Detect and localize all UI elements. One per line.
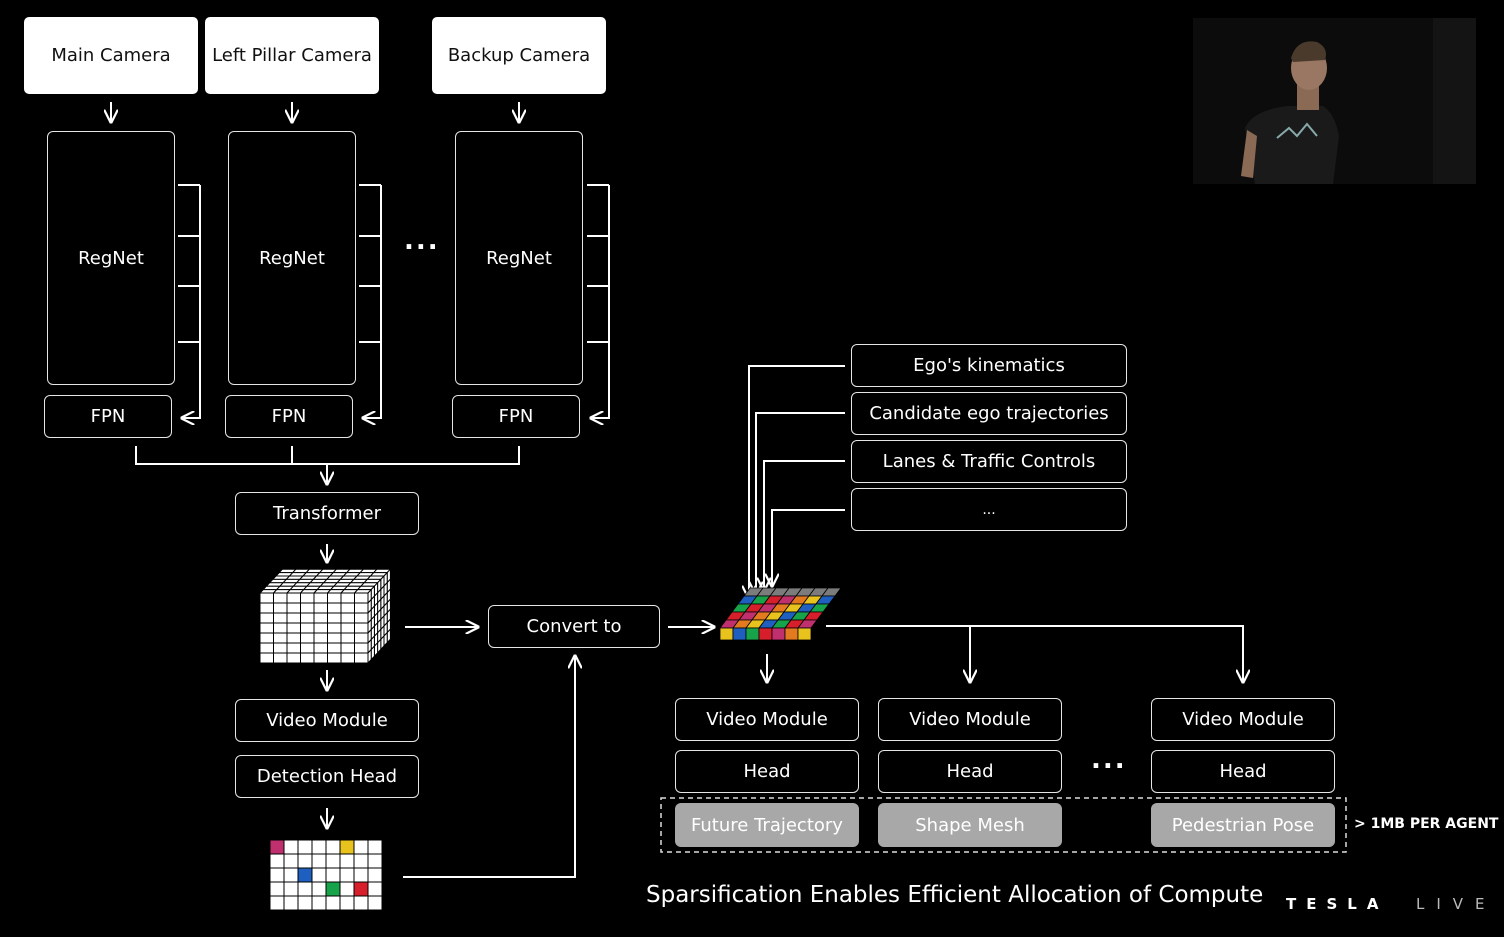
camera-left-pillar: Left Pillar Camera <box>205 17 379 94</box>
slide-caption: Sparsification Enables Efficient Allocat… <box>646 882 1264 908</box>
head-1: Head <box>675 750 859 793</box>
video-module-head-1: Video Module <box>675 698 859 741</box>
speaker-video <box>1193 18 1476 184</box>
video-module-head-3: Video Module <box>1151 698 1335 741</box>
camera-backup: Backup Camera <box>432 17 606 94</box>
input-lanes-traffic: Lanes & Traffic Controls <box>851 440 1127 483</box>
tesla-logo: TESLA <box>1286 895 1389 913</box>
video-module-head-2: Video Module <box>878 698 1062 741</box>
live-logo: LIVE <box>1416 895 1497 913</box>
ellipsis-cameras: ... <box>404 226 440 256</box>
dense-feature-cube <box>258 567 392 665</box>
detection-head: Detection Head <box>235 755 419 798</box>
ellipsis-heads: ... <box>1091 745 1127 775</box>
video-module-left: Video Module <box>235 699 419 742</box>
detection-grid <box>269 839 383 911</box>
convert-block: Convert to <box>488 605 660 648</box>
input-more: ... <box>851 488 1127 531</box>
fpn-3: FPN <box>452 395 580 438</box>
input-candidate-trajectories: Candidate ego trajectories <box>851 392 1127 435</box>
camera-main: Main Camera <box>24 17 198 94</box>
head-2: Head <box>878 750 1062 793</box>
head-3: Head <box>1151 750 1335 793</box>
regnet-1: RegNet <box>47 131 175 385</box>
transformer-block: Transformer <box>235 492 419 535</box>
regnet-3: RegNet <box>455 131 583 385</box>
per-agent-note: > 1MB PER AGENT <box>1354 816 1499 832</box>
output-shape-mesh: Shape Mesh <box>878 803 1062 847</box>
fpn-1: FPN <box>44 395 172 438</box>
sparse-tensor <box>719 587 842 641</box>
regnet-2: RegNet <box>228 131 356 385</box>
output-pedestrian-pose: Pedestrian Pose <box>1151 803 1335 847</box>
input-ego-kinematics: Ego's kinematics <box>851 344 1127 387</box>
fpn-2: FPN <box>225 395 353 438</box>
output-future-trajectory: Future Trajectory <box>675 803 859 847</box>
